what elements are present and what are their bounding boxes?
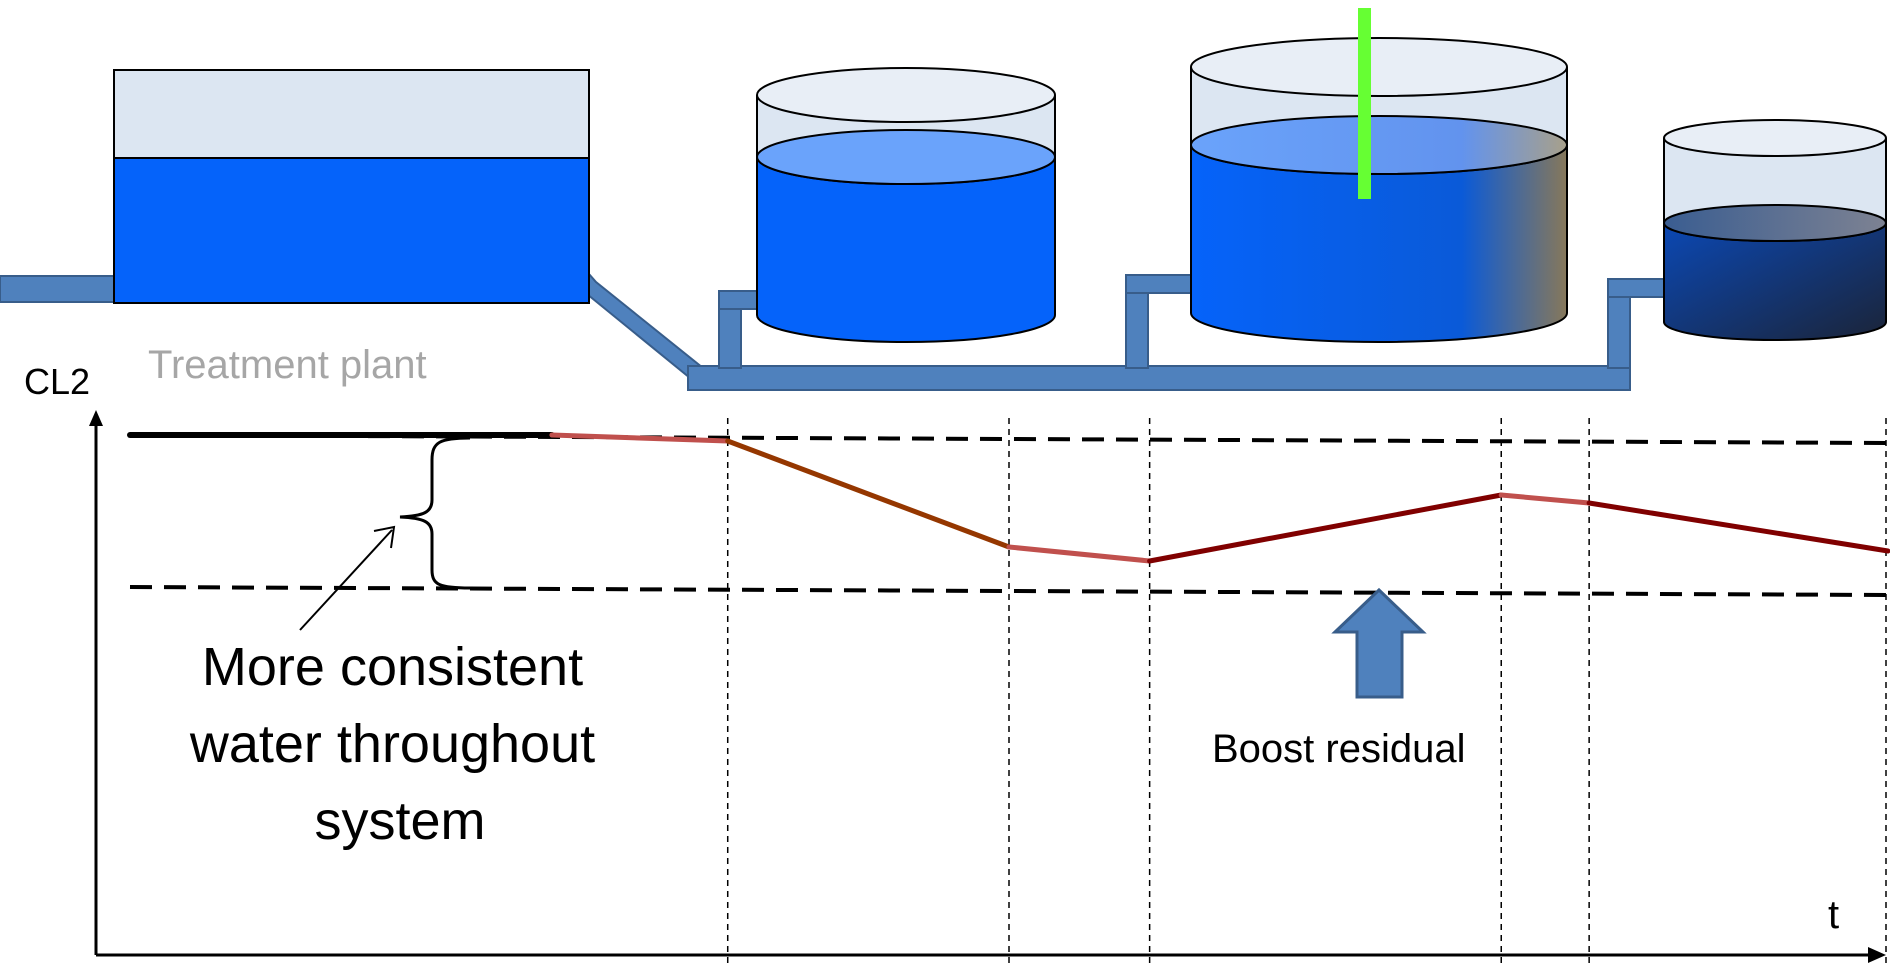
stub-tank4 (1607, 278, 1669, 298)
annotation-arrow-line (299, 529, 393, 631)
x-axis-label: t (1828, 893, 1839, 937)
tank1-water-surface (756, 129, 1056, 185)
annotation-arrowhead (373, 525, 396, 549)
tank1-top-rim (756, 67, 1056, 123)
curve-segment (1006, 544, 1153, 564)
diagonal-pipe (580, 272, 705, 380)
boost-residual-arrow (1331, 587, 1427, 699)
annotation-line-3: system (314, 791, 485, 851)
booster-injector (1358, 8, 1371, 199)
storage-tank-1 (756, 67, 1056, 343)
chlorine-curve (127, 432, 1890, 564)
treatment-plant-label: Treatment plant (148, 343, 427, 387)
tank2-top-rim (1190, 37, 1568, 97)
main-pipe (687, 365, 1631, 391)
plant-tank-water (113, 157, 590, 304)
curve-segment (725, 438, 1012, 550)
storage-tank-3 (1663, 119, 1887, 341)
storage-tank-2 (1190, 37, 1568, 343)
annotation-line-1: More consistent (202, 637, 583, 697)
curve-segment (1498, 492, 1592, 506)
y-axis-label: CL2 (24, 361, 90, 402)
lower-band-line (129, 585, 1889, 597)
stage-boundary-lines (726, 418, 1887, 966)
annotation-text: More consistent water throughout system (189, 637, 610, 851)
chart-axes (89, 410, 1886, 963)
y-axis-arrowhead (89, 410, 103, 426)
target-band-lines (129, 433, 1889, 597)
boost-residual-label: Boost residual (1212, 727, 1465, 771)
curve-segment (549, 432, 731, 444)
curve-segment (1586, 500, 1890, 554)
tank3-water-surface (1663, 204, 1887, 242)
consistency-brace (399, 436, 471, 590)
inlet-pipe (0, 275, 115, 303)
tank2-water-surface (1190, 115, 1568, 175)
treatment-plant-tank (113, 69, 590, 304)
tank3-top-rim (1663, 119, 1887, 157)
x-axis-arrowhead (1868, 947, 1886, 963)
curve-segment (1147, 492, 1504, 564)
plant-tank-air (113, 69, 590, 160)
annotation-line-2: water throughout (189, 714, 595, 774)
